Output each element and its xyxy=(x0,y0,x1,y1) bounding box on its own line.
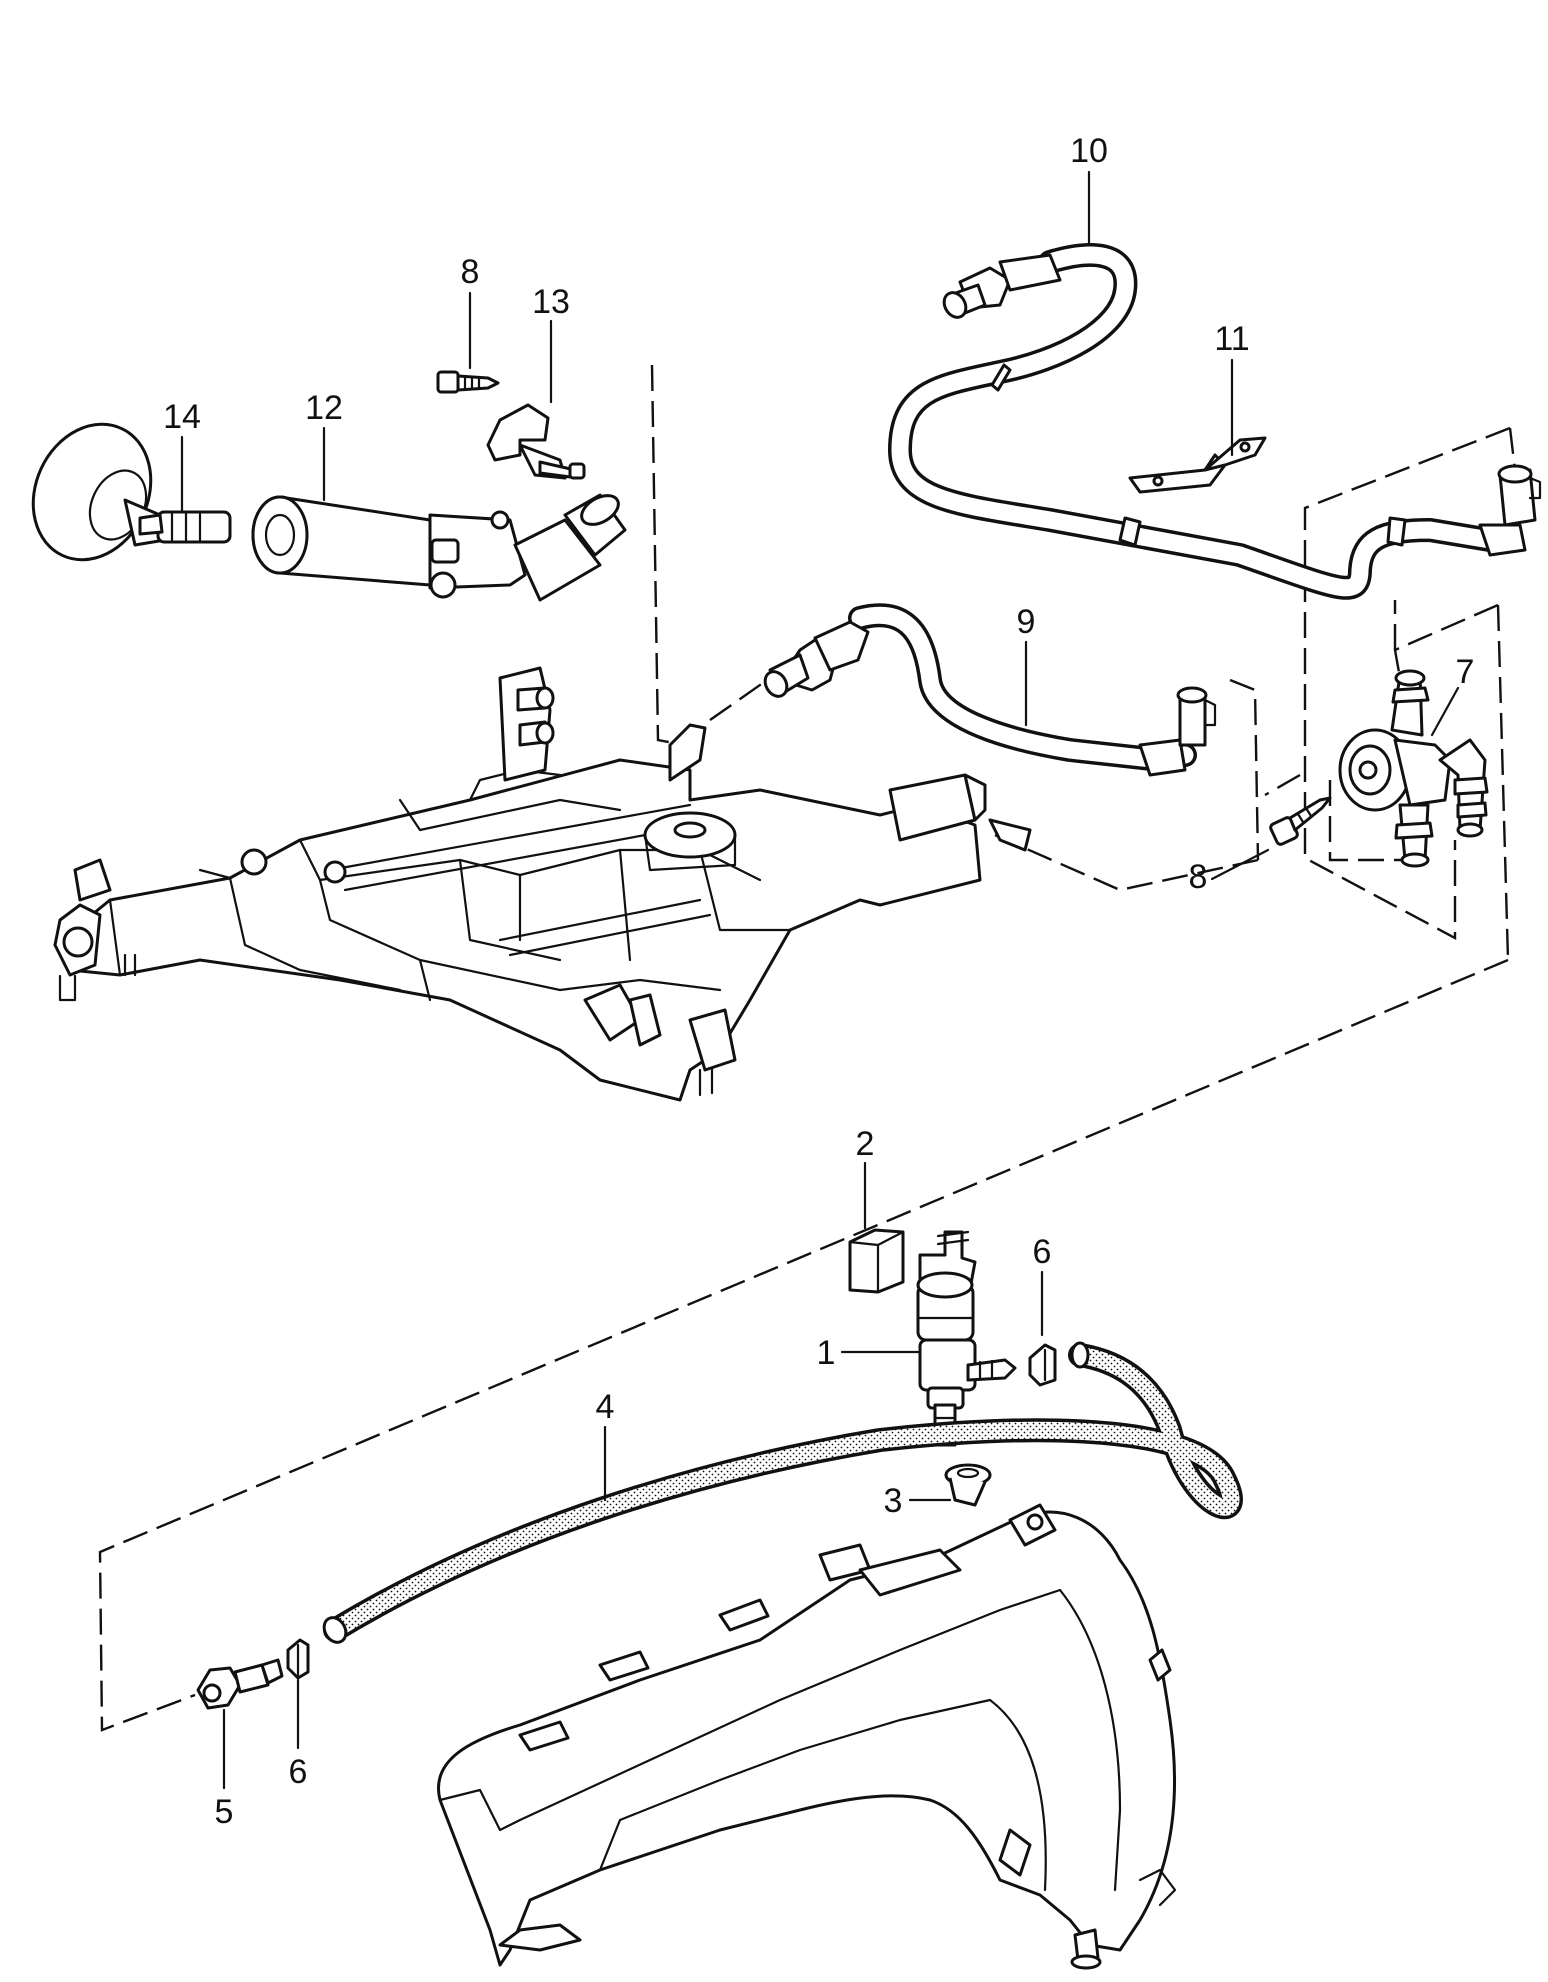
callout-14: 14 xyxy=(163,398,201,436)
callout-8-top: 8 xyxy=(461,253,480,291)
callout-12: 12 xyxy=(305,389,343,427)
callout-4: 4 xyxy=(596,1388,615,1426)
callout-3: 3 xyxy=(884,1482,903,1520)
assembly-guide-lines xyxy=(98,364,1517,1732)
callout-5: 5 xyxy=(215,1793,234,1831)
connector-part-5 xyxy=(196,1658,284,1710)
clamp-part-6-right xyxy=(1028,1343,1057,1387)
callout-6-left: 6 xyxy=(289,1753,308,1791)
hose-part-10 xyxy=(888,243,1542,600)
valve-part-7 xyxy=(1338,669,1489,868)
callout-7: 7 xyxy=(1456,653,1475,691)
callout-11: 11 xyxy=(1214,320,1249,358)
callout-6-right: 6 xyxy=(1033,1233,1052,1271)
callout-10: 10 xyxy=(1070,132,1108,170)
callout-13: 13 xyxy=(532,283,570,321)
hose-part-4 xyxy=(322,1341,1243,1644)
clamp-part-6-left xyxy=(286,1638,310,1680)
foam-pad-part-2 xyxy=(848,1228,905,1294)
clip-part-13 xyxy=(486,403,586,480)
screw-part-8-right xyxy=(1269,796,1332,846)
nozzle-cover-part-14 xyxy=(31,422,232,562)
callout-1: 1 xyxy=(817,1334,836,1372)
callout-labels: 10 8 13 11 14 12 9 7 8 2 6 1 4 3 5 6 xyxy=(163,132,1474,1831)
callout-9: 9 xyxy=(1017,603,1036,641)
callout-2: 2 xyxy=(856,1125,875,1163)
callout-8-right: 8 xyxy=(1189,858,1208,896)
washer-pump-part-1 xyxy=(916,1230,1017,1447)
grommet-part-3 xyxy=(944,1463,992,1507)
leader-lines xyxy=(180,170,1460,1790)
bracket-part-11 xyxy=(1128,436,1267,494)
hose-part-9 xyxy=(763,603,1217,777)
headlight-subframe xyxy=(53,666,1032,1102)
washer-nozzle-part-12 xyxy=(251,493,627,602)
washer-reservoir xyxy=(437,1503,1177,1970)
screw-part-8-top xyxy=(436,370,500,394)
